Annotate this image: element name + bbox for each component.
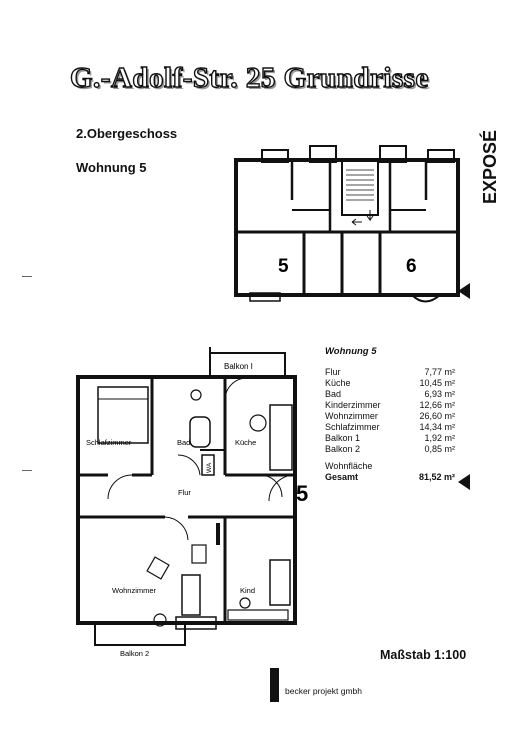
overview-unit-5: 5	[278, 256, 289, 277]
page-title: G.-Adolf-Str. 25 Grundrisse	[69, 61, 429, 94]
room-wa: WA	[206, 462, 213, 473]
bathtub	[189, 416, 211, 448]
outer-wall	[76, 375, 297, 625]
overview-bay	[379, 145, 407, 163]
room-bad: Bad	[177, 438, 190, 447]
overview-bay	[427, 149, 455, 163]
room-schlafzimmer: Schlafzimmer	[86, 438, 132, 447]
total-label-2: Gesamt	[325, 472, 359, 482]
expose-label: EXPOSÉ	[479, 130, 500, 204]
area-table-heading: Wohnung 5	[325, 346, 377, 357]
expose-text: EXPOSÉ	[479, 130, 500, 204]
total-value: 81,52 m²	[418, 472, 455, 482]
area-total: Wohnfläche Gesamt 81,52 m²	[325, 461, 455, 483]
floor-label: 2.Obergeschoss	[76, 126, 178, 141]
total-label-1: Wohnfläche	[325, 461, 373, 471]
room-wohnzimmer: Wohnzimmer	[112, 586, 157, 595]
punch-mark	[22, 276, 32, 277]
unit-label: Wohnung 5	[76, 160, 147, 175]
scale-label: Maßstab 1:100	[380, 648, 467, 662]
room-flur: Flur	[178, 488, 191, 497]
overview-unit-6: 6	[406, 256, 417, 277]
plan-unit-number: 5	[296, 481, 308, 506]
overview-stairs	[346, 169, 374, 201]
company-logo-bar	[270, 668, 279, 702]
kitchen-counter	[269, 404, 293, 471]
kind-bed	[269, 559, 291, 606]
balkon-2-outline	[94, 623, 186, 646]
room-balkon-1: Balkon I	[224, 362, 253, 371]
overview-stairwell	[341, 159, 379, 216]
overview-floor-plan: 5 6	[234, 145, 460, 303]
room-kueche: Küche	[235, 438, 256, 447]
overview-bay	[309, 145, 337, 163]
main-floor-plan: Balkon I Schlafzimmer Bad Küche WA Flur …	[76, 347, 308, 658]
room-kind: Kind	[240, 586, 255, 595]
overview-bay	[261, 149, 289, 163]
marker-arrow-icon	[458, 474, 470, 490]
company-name: becker projekt gmbh	[285, 686, 363, 696]
bed	[97, 386, 149, 444]
marker-arrow-icon	[458, 283, 470, 299]
room-balkon-2: Balkon 2	[120, 649, 149, 658]
punch-mark	[22, 470, 32, 471]
sofa	[181, 574, 201, 616]
